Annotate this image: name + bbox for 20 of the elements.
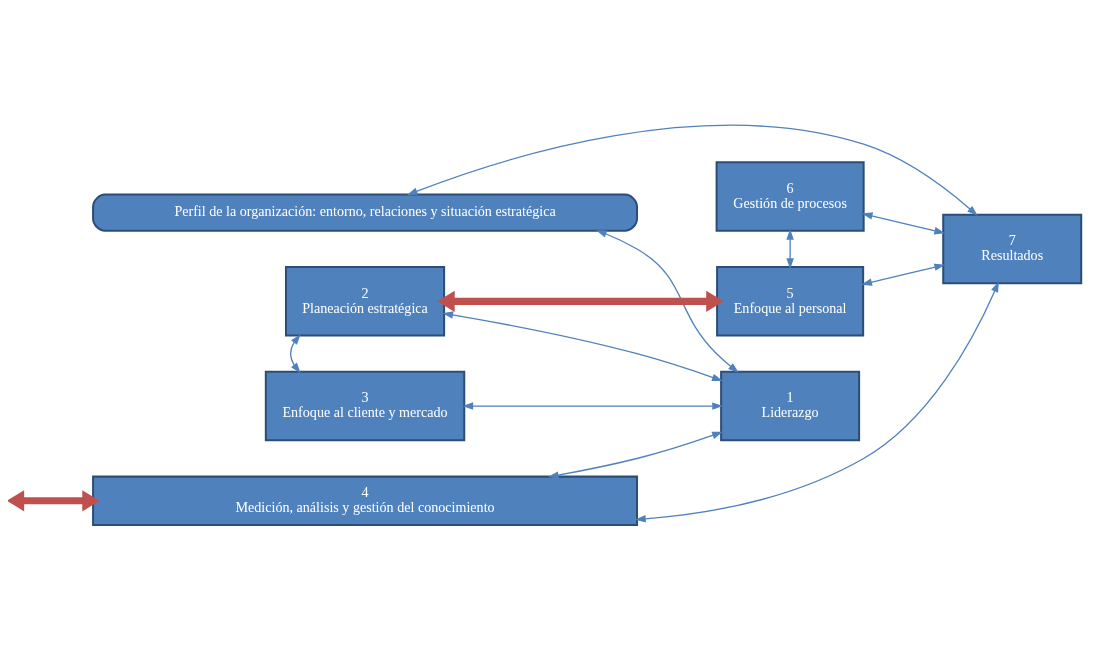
node-box: 2 Planeación estratégica (284, 265, 446, 337)
node-box: 4 Medición, análisis y gestión del conocimiento (92, 475, 638, 526)
node-box: 3 Enfoque al cliente y mercado (264, 370, 466, 441)
arrow (8, 489, 100, 511)
node-box: 5 Enfoque al personal (716, 265, 865, 337)
arrow (861, 263, 946, 286)
arrow (406, 124, 978, 216)
arrow (437, 290, 724, 312)
arrow (861, 211, 945, 234)
arrow (289, 333, 301, 373)
arrow (786, 228, 794, 269)
arrow (596, 229, 739, 373)
node-box: 6 Gestión de procesos (715, 160, 865, 232)
arrow (635, 280, 999, 523)
node-box: 1 Liderazgo (720, 370, 861, 441)
arrow (442, 310, 723, 381)
node-box: Perfil de la organización: entorno, relaciones y situación estratégica (92, 193, 638, 232)
arrow (462, 401, 723, 410)
node-box: 7 Resultados (942, 213, 1083, 284)
arrow (547, 431, 723, 479)
